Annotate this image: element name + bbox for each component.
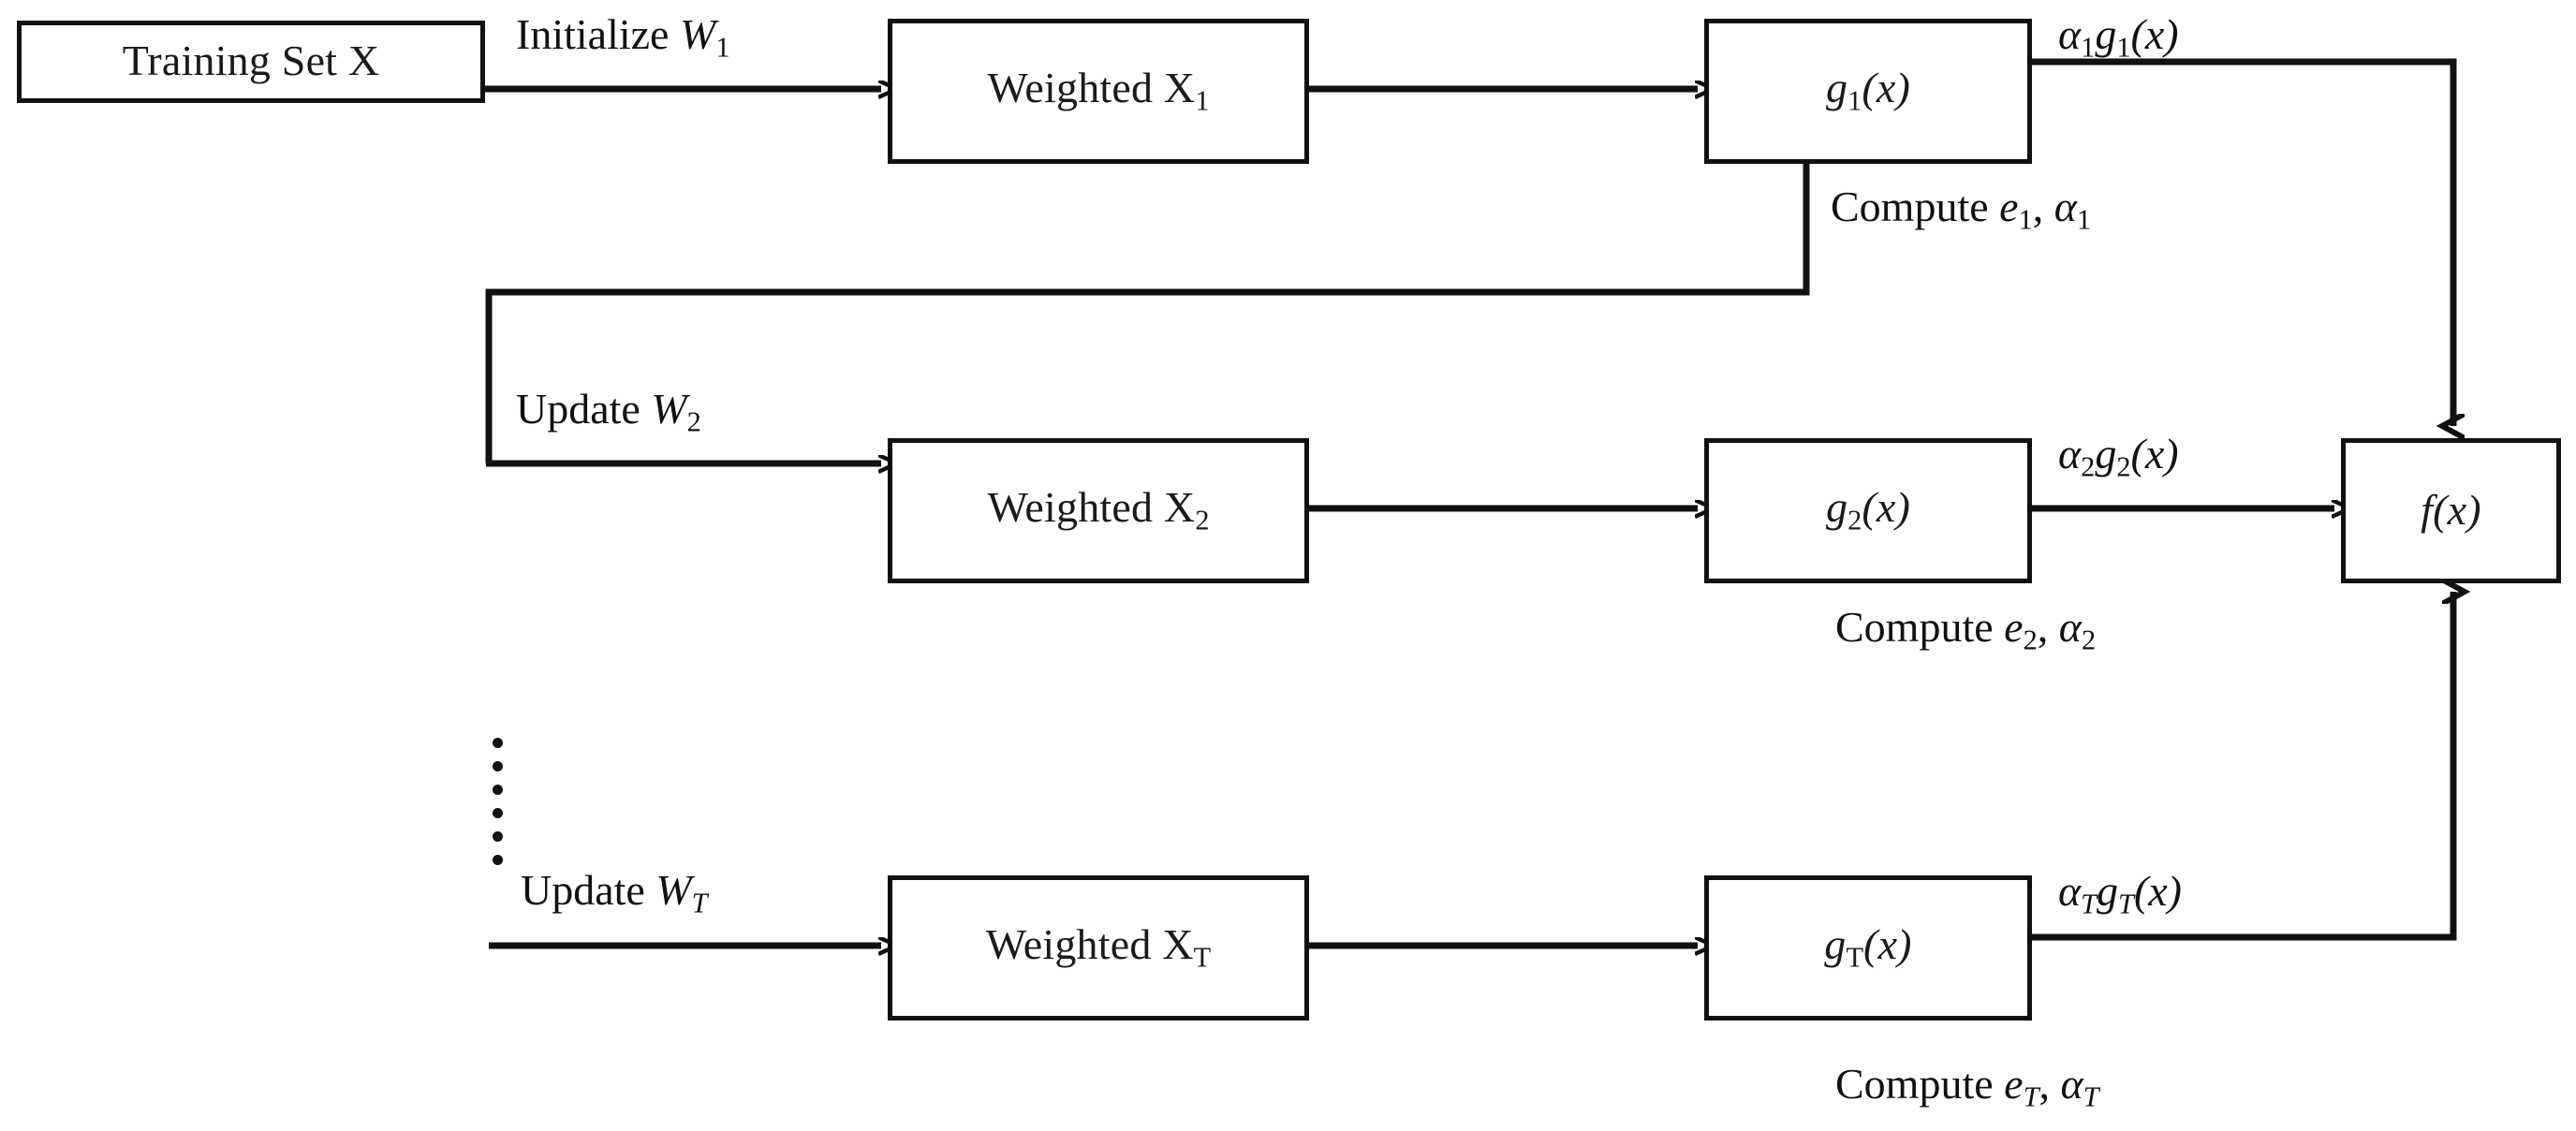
node-training-set[interactable]: Training Set X [17,21,485,103]
alphat-symbol: α [2058,867,2082,915]
edge-label-update-w2: Update W2 [516,388,701,436]
ellipsis-dot [492,808,503,818]
node-g1-label: g1(x) [1826,66,1910,115]
alpha2-g-symbol: g [2095,430,2117,477]
g1-subscript: 1 [1847,84,1862,117]
gt-tail: (x) [1863,919,1912,968]
ellipsis-dot [492,785,503,795]
edge-label-initialize-w1: Initialize W1 [516,13,730,62]
vertical-ellipsis-icon [491,738,504,865]
initialize-w1-text: Initialize [516,10,680,58]
alphat-g-subscript: T [2118,888,2134,920]
edge-label-compute-e1: Compute e1, α1 [1831,185,2091,234]
alpha2-subscript: 2 [2081,450,2096,483]
node-weighted-xt[interactable]: Weighted XT [888,875,1309,1021]
compute-e1-e-subscript: 1 [2018,203,2033,236]
g2-tail: (x) [1862,482,1911,531]
node-g1[interactable]: g1(x) [1704,19,2032,164]
compute-et-text: Compute [1835,1060,2005,1108]
update-wt-text: Update [521,866,656,914]
edge-g1-to-f [2032,58,2453,426]
alpha2-g-subscript: 2 [2116,450,2131,483]
node-training-set-label: Training Set X [122,37,380,84]
ellipsis-dot [492,855,503,865]
edge-label-alphat-gt: αTgT(x) [2058,870,2182,918]
update-w2-var: W [651,385,687,433]
alpha1-symbol: α [2058,10,2082,58]
edge-label-update-wt: Update WT [521,869,708,918]
compute-e1-comma: , [2032,183,2054,230]
alphat-subscript: T [2081,888,2098,920]
initialize-w1-var: W [679,10,716,58]
edge-label-alpha1-g1: α1g1(x) [2058,13,2179,62]
g2-subscript: 2 [1847,504,1862,536]
compute-et-comma: , [2039,1060,2061,1108]
weighted-x1-text: Weighted X [987,63,1196,111]
ellipsis-dot [492,761,503,771]
node-gt-label: gT(x) [1824,919,1912,974]
ellipsis-dot [492,738,503,748]
compute-e1-e: e [1999,183,2019,230]
update-w2-subscript: 2 [686,405,701,438]
update-wt-subscript: T [691,887,708,919]
compute-e2-e: e [2004,603,2024,651]
node-weighted-x2[interactable]: Weighted X2 [888,438,1309,583]
alpha1-g-subscript: 1 [2116,31,2131,64]
alpha2-g-tail: (x) [2130,430,2179,477]
edge-label-compute-et: Compute eT, αT [1835,1063,2099,1111]
weighted-xt-subscript: T [1193,941,1212,974]
node-gt[interactable]: gT(x) [1704,875,2032,1021]
node-weighted-xt-label: Weighted XT [985,919,1212,974]
node-f-label: f(x) [2421,485,2481,534]
node-g2-label: g2(x) [1825,482,1911,536]
g2-text: g [1825,482,1848,531]
g1-tail: (x) [1862,63,1911,111]
ellipsis-dot [492,831,503,842]
alphat-g-tail: (x) [2133,867,2182,915]
f-tail: (x) [2433,485,2481,534]
node-g2[interactable]: g2(x) [1704,438,2032,583]
edge-label-alpha2-g2: α2g2(x) [2058,433,2179,481]
weighted-xt-text: Weighted X [985,919,1194,968]
compute-e1-alpha: α [2053,183,2077,230]
f-text: f [2421,485,2434,534]
compute-e2-text: Compute [1835,603,2005,651]
weighted-x2-text: Weighted X [987,482,1196,531]
compute-e1-text: Compute [1831,183,2000,230]
node-f[interactable]: f(x) [2341,438,2561,583]
compute-e2-e-subscript: 2 [2023,624,2038,656]
alphat-g-symbol: g [2097,867,2119,915]
update-w2-text: Update [516,385,652,433]
compute-et-alpha: α [2060,1060,2083,1108]
alpha2-symbol: α [2058,430,2082,477]
compute-e2-comma: , [2037,603,2059,651]
compute-et-alpha-subscript: T [2083,1080,2099,1113]
compute-e2-alpha: α [2058,603,2082,651]
compute-et-e: e [2004,1060,2024,1108]
alpha1-subscript: 1 [2081,31,2096,64]
compute-e1-alpha-subscript: 1 [2076,203,2092,236]
compute-e2-alpha-subscript: 2 [2081,624,2097,656]
update-wt-var: W [655,866,692,914]
weighted-x1-subscript: 1 [1195,84,1210,117]
weighted-x2-subscript: 2 [1195,504,1210,536]
gt-subscript: T [1846,941,1864,974]
alpha1-g-tail: (x) [2130,10,2179,58]
g1-text: g [1825,63,1848,111]
compute-et-e-subscript: T [2023,1080,2039,1113]
node-weighted-x2-label: Weighted X2 [987,482,1210,536]
edge-label-compute-e2: Compute e2, α2 [1835,606,2096,654]
node-weighted-x1[interactable]: Weighted X1 [888,19,1309,164]
initialize-w1-subscript: 1 [715,31,730,64]
gt-text: g [1824,919,1847,968]
node-weighted-x1-label: Weighted X1 [987,66,1209,115]
alpha1-g-symbol: g [2095,10,2117,58]
